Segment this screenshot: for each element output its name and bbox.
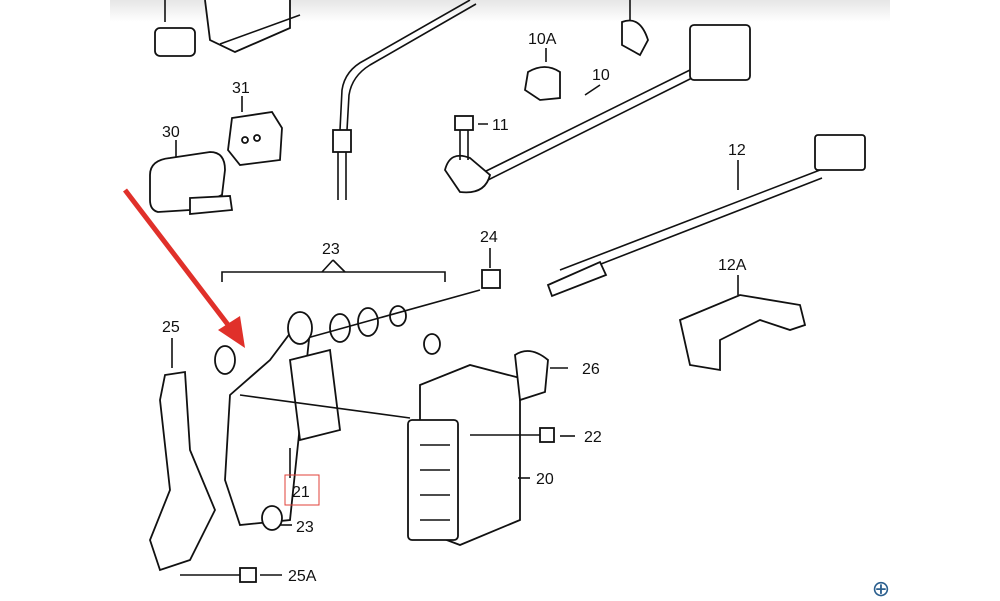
part-12A-bracket [678,275,807,372]
label-12: 12 [728,142,746,159]
label-21: 21 [292,484,310,501]
part-12-lambda [546,134,866,298]
label-25A: 25A [288,568,317,585]
part-10-knock-sensor [444,24,751,194]
red-arrow-icon [123,188,245,348]
part-23-bushings [221,259,481,355]
top-shadow [110,0,890,22]
part-20-control-unit [407,364,530,546]
label-30: 30 [162,124,180,141]
label-26: 26 [582,361,600,378]
part-11-bolt [454,115,488,160]
label-10A: 10A [528,31,557,48]
label-25: 25 [162,319,180,336]
part-31 [227,96,283,166]
part-25-bracket [149,338,236,572]
label-11: 11 [492,117,509,134]
part-26-connector [514,350,568,402]
part-25A-bolt [180,567,282,583]
part-30 [149,140,234,215]
part-10A [524,48,561,101]
label-23-bottom: 23 [296,519,314,536]
label-31: 31 [232,80,250,97]
part-21-mount [224,311,411,531]
part-sensor-cable [332,0,477,200]
part-top-connector [154,0,301,57]
part-22-bolt [470,427,575,443]
label-23-top: 23 [322,241,340,258]
label-24: 24 [480,229,498,246]
zoom-in-icon[interactable]: ⊕ [871,576,891,601]
highlight-box-21 [284,474,320,506]
label-12A: 12A [718,257,747,274]
label-22: 22 [584,429,602,446]
label-20: 20 [536,471,554,488]
part-top-clip [621,0,649,57]
part-24-bolt [481,248,501,289]
label-10: 10 [592,67,610,84]
